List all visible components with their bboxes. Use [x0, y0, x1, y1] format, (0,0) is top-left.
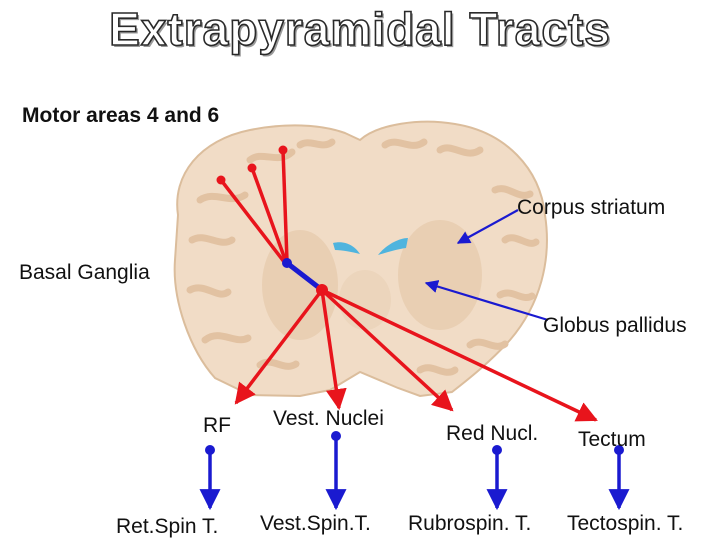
label-ret-spin-tract: Ret.Spin T. [116, 515, 219, 538]
label-rf: RF [203, 414, 231, 437]
label-tectum: Tectum [578, 428, 646, 451]
brain-section [173, 120, 548, 398]
motor-area-origin-dots [216, 145, 288, 185]
label-corpus-striatum: Corpus striatum [517, 196, 666, 219]
globus-pallidus-pointer [424, 280, 549, 322]
nucleus-dots [205, 431, 624, 455]
arrow-to-vest-nuclei [320, 289, 347, 411]
page-title: Extrapyramidal Tracts [108, 2, 611, 56]
arrow-to-red-nucleus [320, 288, 454, 412]
label-vest-spin-tract: Vest.Spin.T. [260, 512, 371, 535]
corpus-striatum-pointer [456, 209, 519, 244]
label-rubrospin-tract: Rubrospin. T. [408, 512, 532, 535]
label-globus-pallidus: Globus pallidus [543, 314, 687, 337]
lateral-ventricles [333, 238, 408, 255]
arrow-to-rf [234, 288, 324, 405]
motor-area-projections [219, 149, 289, 265]
striatum-pallidum-link [285, 261, 324, 292]
label-tectospin-tract: Tectospin. T. [567, 512, 684, 535]
label-red-nucleus: Red Nucl. [446, 422, 539, 445]
basal-ganglia-node [282, 258, 292, 268]
label-motor-areas: Motor areas 4 and 6 [22, 104, 220, 127]
label-vest-nuclei: Vest. Nuclei [273, 407, 384, 430]
label-basal-ganglia: Basal Ganglia [19, 261, 150, 284]
arrow-to-tectum [321, 288, 598, 422]
